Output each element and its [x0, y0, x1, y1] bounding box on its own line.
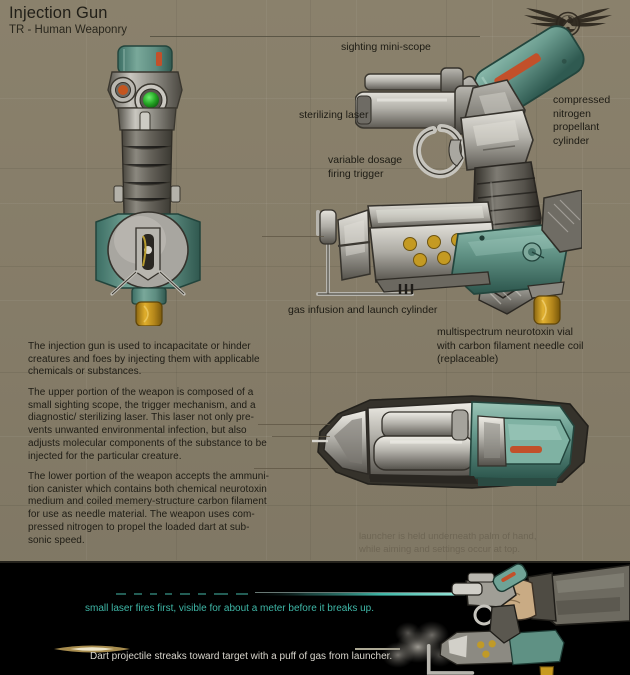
callout-sterilizing-laser: sterilizing laser: [299, 109, 369, 121]
leader-line-title: [150, 36, 480, 37]
page-subtitle: TR - Human Weaponry: [9, 24, 128, 36]
grid-line-v: [582, 0, 583, 560]
weapon-lower-receiver-view: [292, 190, 582, 325]
grid-line-h: [0, 98, 630, 99]
leader-line-topdown-2: [258, 424, 330, 425]
laser-beam-art: [30, 563, 630, 675]
grid-line-h: [0, 168, 630, 169]
grid-line-h: [0, 505, 630, 506]
callout-sighting-scope: sighting mini-scope: [341, 41, 431, 53]
weapon-top-down-view: [312, 378, 600, 504]
action-sequence-panel: small laser fires first, visible for abo…: [0, 563, 630, 675]
description-paragraph-2: The upper portion of the weapon is compo…: [28, 387, 267, 462]
leader-line-topdown-3: [254, 468, 328, 469]
leader-line-lower-receiver: [262, 236, 324, 237]
callout-firing-trigger: variable dosage firing trigger: [328, 154, 403, 180]
leader-line-topdown: [272, 436, 330, 437]
grid-line-h: [0, 203, 630, 204]
grid-line-v: [310, 0, 311, 560]
caption-dart: Dart projectile streaks toward target wi…: [90, 651, 393, 662]
weapon-front-view: [82, 44, 214, 326]
grid-line-v: [86, 0, 87, 560]
page-title: Injection Gun: [9, 4, 108, 22]
description-paragraph-1: The injection gun is used to incapacitat…: [28, 341, 260, 378]
grid-line-h: [0, 372, 630, 373]
grid-line-h: [0, 266, 630, 267]
winged-spiral-emblem-icon: [512, 2, 624, 44]
callout-propellant: compressed nitrogen propellant cylinder: [553, 94, 611, 147]
grid-line-v: [356, 0, 357, 560]
grid-line-h: [0, 300, 630, 301]
caption-laser: small laser fires first, visible for abo…: [85, 603, 375, 614]
description-paragraph-3: The lower portion of the weapon accepts …: [28, 471, 270, 546]
panel-divider: [0, 561, 630, 563]
usage-note: launcher is held underneath palm of hand…: [359, 531, 537, 555]
hand-holding-gun-art: [451, 563, 630, 644]
grid-line-v: [266, 0, 267, 560]
callout-gas-cylinder: gas infusion and launch cylinder: [288, 304, 438, 316]
callout-neurotoxin-vial: multispectrum neurotoxin vial with carbo…: [437, 326, 584, 365]
